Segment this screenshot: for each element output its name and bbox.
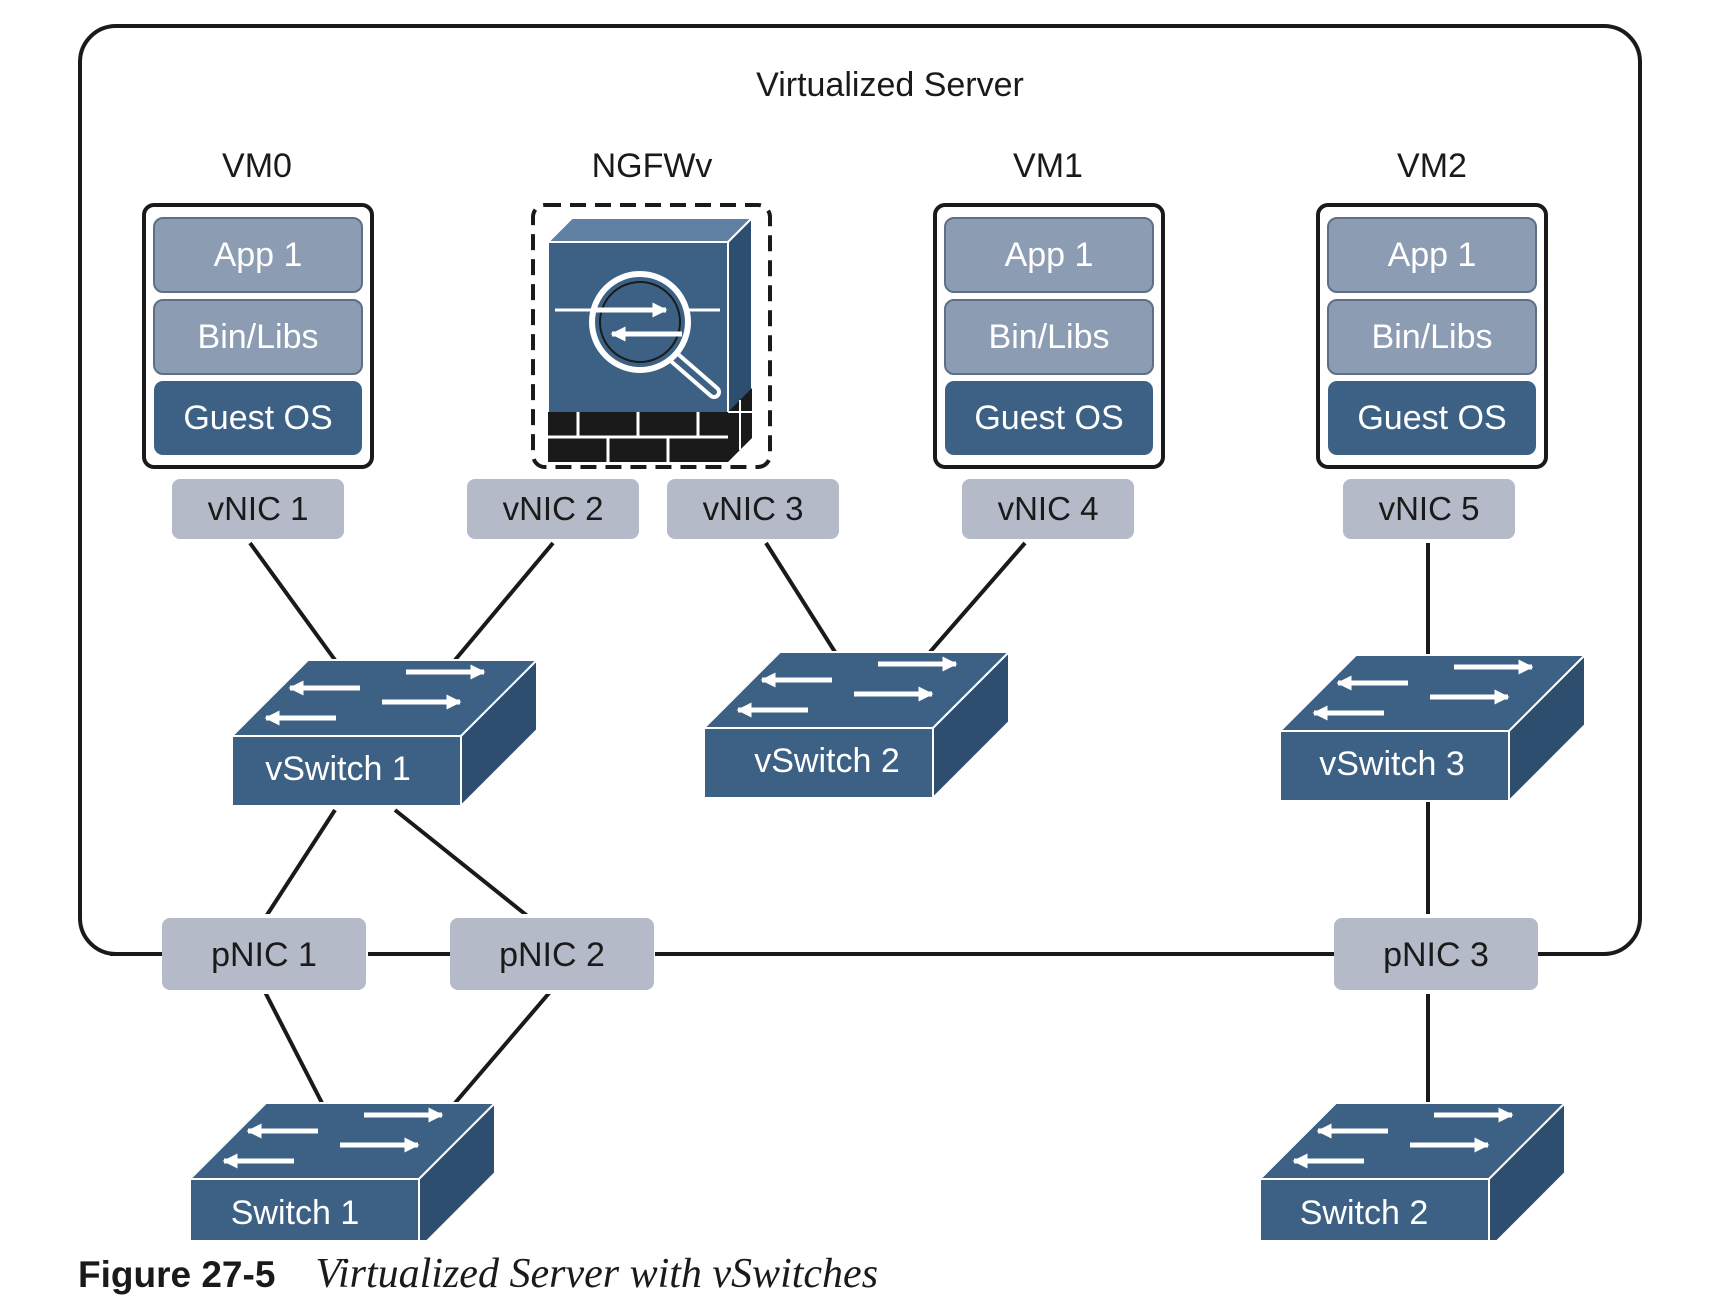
- vm1-app-layer: [944, 217, 1154, 293]
- virtualized-server-diagram: Virtualized Server VM0 App 1 Bin/Libs Gu…: [78, 24, 1642, 1240]
- vnic-1-label: vNIC 1: [208, 490, 309, 527]
- vm1-os-layer: [945, 381, 1153, 455]
- pnic-1: [162, 918, 366, 990]
- switch-2: Switch 2: [1260, 1103, 1565, 1240]
- vm1-stack: VM1 App 1 Bin/Libs Guest OS: [933, 147, 1165, 469]
- vswitch-2-label: vSwitch 2: [754, 742, 900, 780]
- vnic-4-label: vNIC 4: [998, 490, 1099, 527]
- switch-1: Switch 1: [190, 1103, 495, 1240]
- firewall-brick-icon: [548, 388, 752, 462]
- vm2-bins-layer: [1327, 299, 1537, 375]
- connection-lines: [248, 541, 1430, 1105]
- vnic-2-label: vNIC 2: [503, 490, 604, 527]
- vswitch-1: vSwitch 1: [232, 660, 537, 806]
- switch-2-label: Switch 2: [1300, 1194, 1429, 1232]
- vm0-app-layer: [153, 217, 363, 293]
- vm0-bins-layer: [153, 299, 363, 375]
- vswitch-3-label: vSwitch 3: [1319, 745, 1465, 783]
- pnic-2-label: pNIC 2: [499, 936, 605, 974]
- vm2-bins-label: Bin/Libs: [1372, 318, 1493, 356]
- vnic-2: [467, 479, 639, 539]
- pnic-row: pNIC 1 pNIC 2 pNIC 3: [110, 914, 1600, 994]
- vm0-os-layer: [154, 381, 362, 455]
- magnifier-icon: [555, 271, 721, 399]
- server-title: Virtualized Server: [756, 66, 1024, 104]
- vnic-3-label: vNIC 3: [703, 490, 804, 527]
- vm2-app-layer: [1327, 217, 1537, 293]
- switch-1-label: Switch 1: [231, 1194, 360, 1232]
- vm1-label: VM1: [1013, 147, 1083, 185]
- vnic-3: [667, 479, 839, 539]
- vm0-app-label: App 1: [214, 236, 303, 274]
- vnic-4: [962, 479, 1134, 539]
- vm1-bins-label: Bin/Libs: [989, 318, 1110, 356]
- ngfwv-firewall: NGFWv: [531, 147, 772, 469]
- vswitch-3: vSwitch 3: [1280, 655, 1585, 801]
- vm2-os-label: Guest OS: [1357, 399, 1506, 437]
- vm2-label: VM2: [1397, 147, 1467, 185]
- vswitch-1-label: vSwitch 1: [265, 750, 411, 788]
- vnic-row: vNIC 1 vNIC 2 vNIC 3 vNIC 4 vNIC 5: [172, 479, 1515, 539]
- vm0-label: VM0: [222, 147, 292, 185]
- vnic-5: [1343, 479, 1515, 539]
- vm2-os-layer: [1328, 381, 1536, 455]
- pnic-3: [1334, 918, 1538, 990]
- vm1-app-label: App 1: [1005, 236, 1094, 274]
- pnic-3-label: pNIC 3: [1383, 936, 1489, 974]
- figure-number: Figure 27-5: [78, 1254, 276, 1295]
- ngfwv-virtual-border: [531, 203, 772, 469]
- vm0-bins-label: Bin/Libs: [198, 318, 319, 356]
- vm2-stack: VM2 App 1 Bin/Libs Guest OS: [1316, 147, 1548, 469]
- pnic-1-label: pNIC 1: [211, 936, 317, 974]
- vm0-os-label: Guest OS: [183, 399, 332, 437]
- vm2-app-label: App 1: [1388, 236, 1477, 274]
- vnic-1: [172, 479, 344, 539]
- vswitch-2: vSwitch 2: [704, 652, 1009, 798]
- figure-caption: Figure 27-5 Virtualized Server with vSwit…: [78, 1250, 878, 1298]
- vnic-5-label: vNIC 5: [1379, 490, 1480, 527]
- vm1-os-label: Guest OS: [974, 399, 1123, 437]
- vm1-bins-layer: [944, 299, 1154, 375]
- figure-title: Virtualized Server with vSwitches: [315, 1251, 879, 1297]
- vm0-stack: VM0 App 1 Bin/Libs Guest OS: [142, 147, 374, 469]
- pnic-2: [450, 918, 654, 990]
- ngfwv-label: NGFWv: [592, 147, 713, 185]
